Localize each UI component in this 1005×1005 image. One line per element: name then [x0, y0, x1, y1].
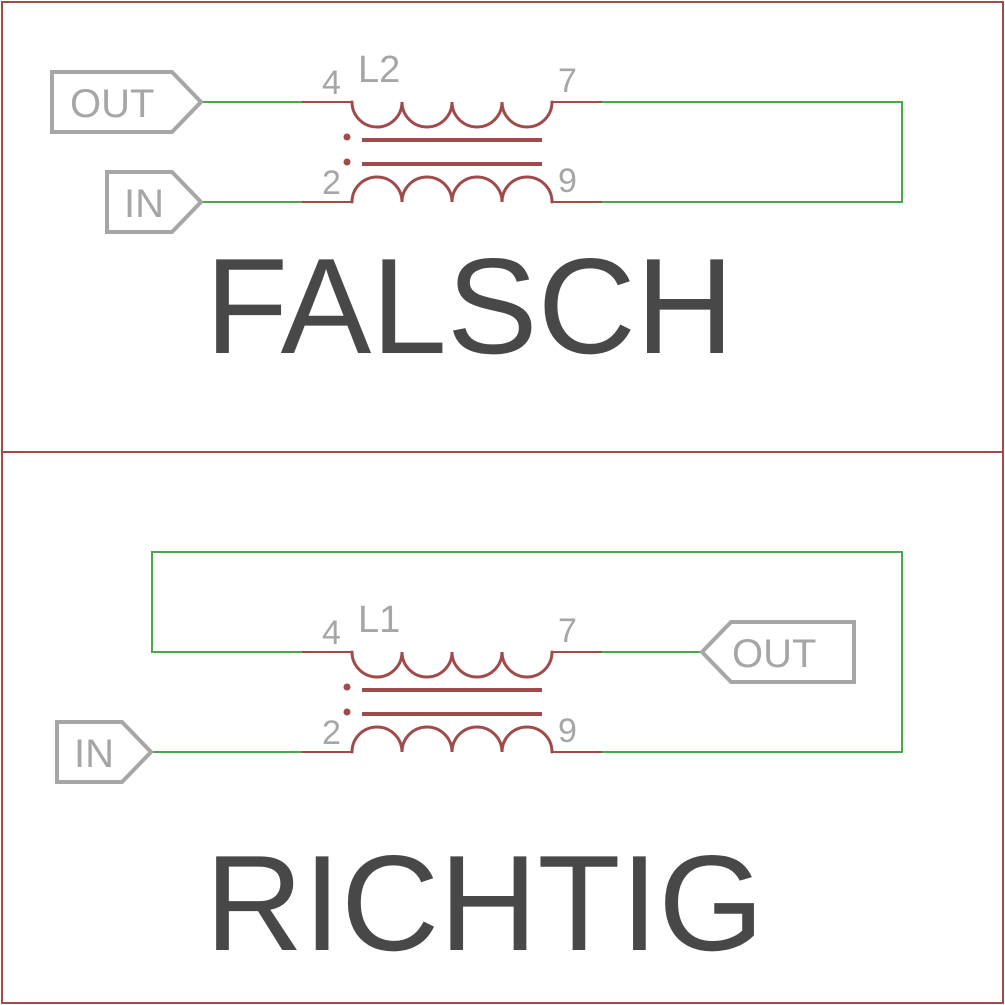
port-in: IN — [105, 170, 204, 234]
port-in-label: IN — [74, 732, 114, 776]
port-out-label: OUT — [70, 82, 154, 126]
polarity-dot-primary — [343, 683, 351, 691]
pin-label-7: 7 — [558, 62, 577, 100]
pin-label-9: 9 — [558, 712, 577, 750]
caption-richtig: RICHTIG — [205, 827, 764, 979]
port-in-label: IN — [124, 182, 164, 226]
polarity-dot-secondary — [343, 158, 351, 166]
port-in: IN — [55, 720, 154, 784]
caption-falsch: FALSCH — [205, 230, 734, 382]
pin-label-4: 4 — [322, 64, 341, 102]
port-in-shape — [55, 720, 154, 784]
pin-label-7: 7 — [558, 612, 577, 650]
transformer-l1: L1 4 7 2 9 — [302, 599, 602, 754]
bottom-panel: L1 4 7 2 9 OUT IN RICHTIG — [55, 551, 903, 979]
port-out-shape — [50, 70, 204, 134]
primary-winding — [350, 650, 554, 679]
top-wires — [201, 101, 903, 203]
pin-label-4: 4 — [322, 614, 341, 652]
component-ref: L2 — [358, 49, 400, 91]
port-out-label: OUT — [732, 632, 816, 676]
port-out: OUT — [50, 70, 204, 134]
component-ref: L1 — [358, 599, 400, 641]
wire-pin4-to-right-rail — [151, 551, 903, 753]
polarity-dot-secondary — [343, 708, 351, 716]
wire-pin7-to-pin9-loop — [602, 101, 903, 203]
transformer-l2: L2 4 7 2 9 — [302, 49, 602, 204]
pin-label-9: 9 — [558, 162, 577, 200]
secondary-winding — [350, 725, 554, 754]
port-out: OUT — [699, 620, 856, 684]
secondary-winding — [350, 175, 554, 204]
pin-label-2: 2 — [322, 164, 341, 202]
pin-label-2: 2 — [322, 714, 341, 752]
polarity-dot-primary — [343, 133, 351, 141]
port-out-shape — [699, 620, 856, 684]
port-in-shape — [105, 170, 204, 234]
primary-winding — [350, 100, 554, 129]
top-panel: L2 4 7 2 9 OUT IN FALSCH — [50, 49, 903, 382]
bottom-wires — [151, 551, 903, 753]
